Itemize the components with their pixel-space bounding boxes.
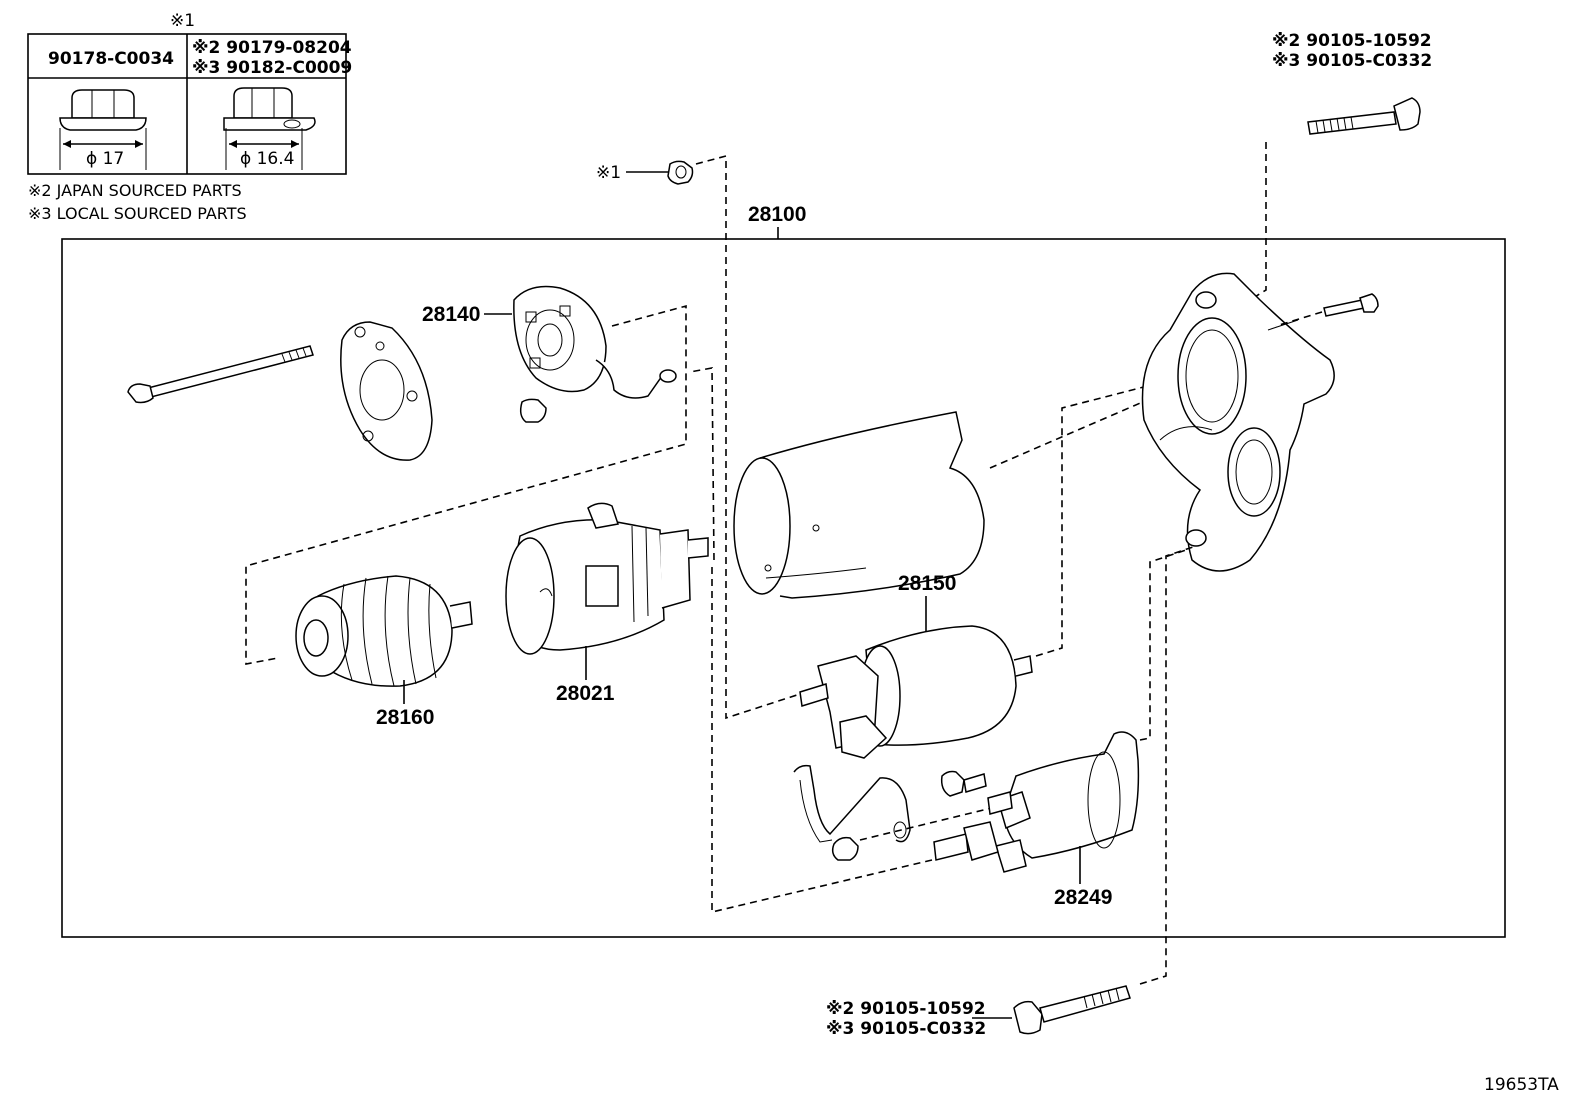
- flange-nut-with-tab-icon: ϕ 16.4: [223, 87, 316, 170]
- assembly-frame: [61, 238, 1506, 938]
- label-28249: 28249: [1054, 886, 1112, 909]
- legend-col2-line2: ※3 90182-C0009: [192, 58, 352, 78]
- top-bolt-part-line1: ※2 90105-10592: [1272, 31, 1432, 51]
- lead-wire: [793, 764, 1001, 861]
- part-28140-brush-holder: 28140: [245, 285, 687, 665]
- part-28150-solenoid: 28150: [799, 369, 1211, 759]
- label-28160: 28160: [376, 706, 434, 729]
- rear-end-plate: [340, 321, 433, 461]
- label-28100: 28100: [748, 203, 806, 226]
- fastener-legend-table: ※1 90178-C0034 ※2 90179-08204 ※3 90182-C…: [27, 11, 352, 223]
- bottom-bolt-part-line1: ※2 90105-10592: [826, 999, 986, 1019]
- label-28021: 28021: [556, 682, 615, 705]
- housing-sleeve: [733, 371, 1213, 599]
- drive-end-housing: [1141, 272, 1379, 572]
- top-bolt: ※2 90105-10592 ※3 90105-C0332: [1249, 31, 1432, 301]
- label-28150: 28150: [898, 572, 956, 595]
- legend-col1-diameter: ϕ 17: [86, 149, 124, 169]
- part-28021-yoke: 28021: [505, 367, 715, 705]
- note-japan-sourced: ※2 JAPAN SOURCED PARTS: [28, 181, 242, 200]
- legend-mark1: ※1: [170, 11, 195, 31]
- part-28160-armature: 28160: [295, 575, 473, 729]
- bottom-bolt-part-line2: ※3 90105-C0332: [826, 1019, 986, 1039]
- figure-id: 19653TA: [1484, 1075, 1559, 1095]
- legend-col2-diameter: ϕ 16.4: [240, 149, 294, 169]
- legend-col1-part: 90178-C0034: [48, 49, 174, 69]
- label-28140: 28140: [422, 303, 480, 326]
- legend-col2-line1: ※2 90179-08204: [192, 38, 352, 58]
- flange-nut-icon: ϕ 17: [59, 89, 147, 170]
- through-bolt: [127, 345, 314, 404]
- nut-mark1-label: ※1: [596, 163, 621, 183]
- top-bolt-part-line2: ※3 90105-C0332: [1272, 51, 1432, 71]
- part-28249-motor: 28249: [711, 545, 1199, 914]
- note-local-sourced: ※3 LOCAL SOURCED PARTS: [28, 204, 247, 223]
- bottom-bolt: ※2 90105-10592 ※3 90105-C0332: [826, 545, 1197, 1039]
- nut-mark1: ※1: [596, 154, 801, 720]
